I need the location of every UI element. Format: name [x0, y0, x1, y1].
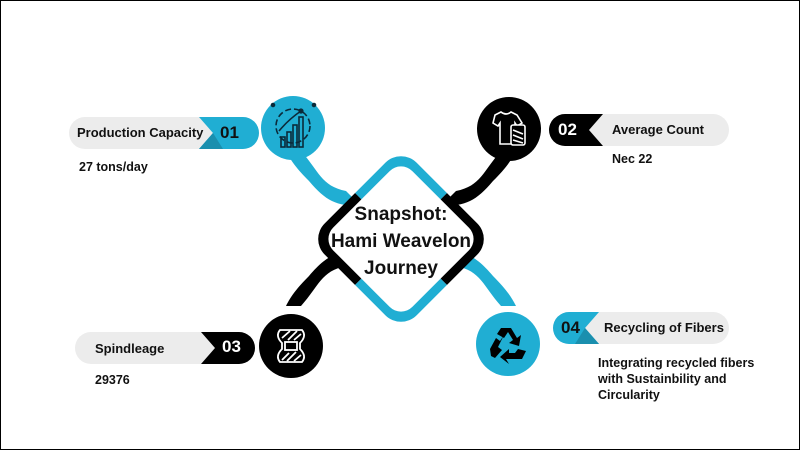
pill-03 — [75, 332, 255, 364]
item-04-number: 04 — [561, 318, 580, 337]
center-title-line-2: Hami Weavelon — [330, 231, 472, 252]
connector-01 — [286, 151, 361, 206]
item-01-title: Production Capacity — [77, 125, 204, 140]
item-01-number: 01 — [220, 123, 239, 142]
diamond-quadrant-bottom-right — [330, 239, 472, 322]
item-04-title: Recycling of Fibers — [604, 320, 724, 335]
yarn-spool-icon — [277, 329, 305, 363]
icon-circle-01 — [261, 96, 325, 160]
gear-growth-chart-icon — [270, 102, 317, 148]
pill-01 — [69, 117, 259, 149]
item-02-value: Nec 22 — [612, 152, 653, 166]
item-03-value: 29376 — [95, 373, 130, 387]
pill-02 — [549, 114, 729, 146]
item-01-value: 27 tons/day — [79, 160, 148, 174]
tshirt-thread-spool-icon — [492, 111, 526, 146]
item-04-value: Integrating recycled fibers with Sustain… — [598, 356, 755, 402]
center-title-line-3: Journey — [364, 258, 438, 279]
icon-circle-04 — [476, 312, 540, 376]
pill-04 — [553, 312, 729, 344]
item-02-title: Average Count — [612, 122, 704, 137]
item-03-title: Spindleage — [95, 341, 165, 356]
connector-02 — [441, 151, 516, 206]
diamond-inner — [328, 166, 474, 312]
item-03-number: 03 — [222, 337, 241, 356]
center-diamond — [318, 156, 484, 322]
item-02-number: 02 — [558, 120, 577, 139]
center-title: Snapshot: Hami Weavelon Journey — [301, 201, 501, 282]
icon-circle-02 — [477, 97, 541, 161]
center-title-line-1: Snapshot: — [354, 204, 448, 225]
recycle-icon — [490, 328, 526, 364]
icon-circle-03 — [259, 314, 323, 378]
